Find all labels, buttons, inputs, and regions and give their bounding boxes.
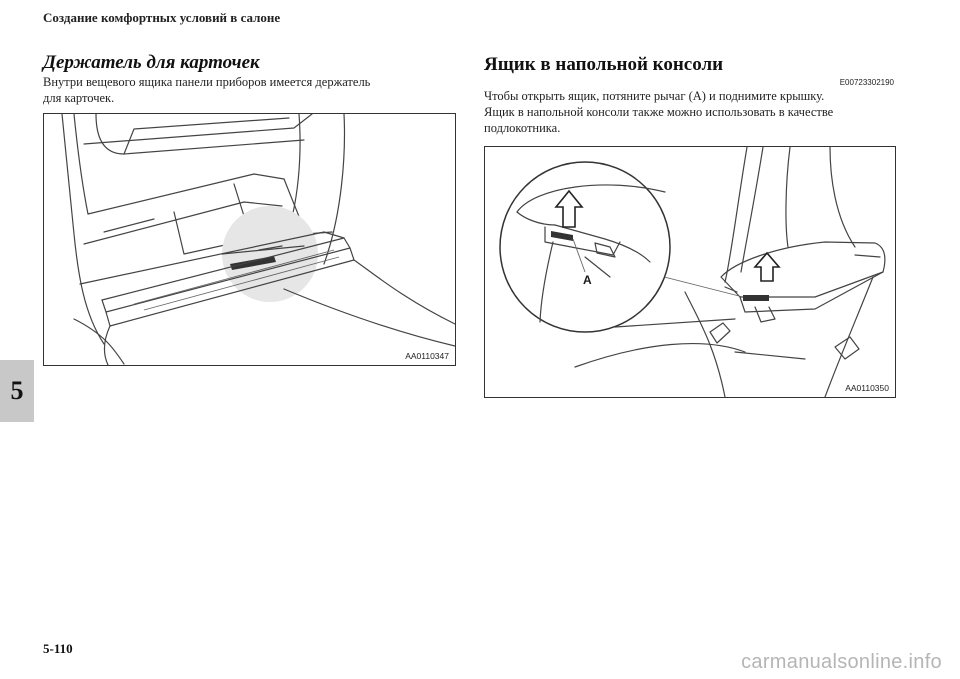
console-text-line-1: Чтобы открыть ящик, потяните рычаг (A) и… (484, 89, 825, 103)
console-text-line-2: Ящик в напольной консоли также можно исп… (484, 105, 834, 119)
console-illustration (499, 147, 886, 397)
right-column: Ящик в напольной консоли E00723302190 Чт… (484, 52, 894, 136)
glovebox-illustration (61, 114, 455, 365)
figure-code-left: AA0110347 (405, 351, 449, 361)
card-holder-heading: Держатель для карточек (43, 52, 260, 73)
running-header: Создание комфортных условий в салоне (43, 10, 281, 25)
card-holder-text-line-1: Внутри вещевого ящика панели приборов им… (43, 75, 371, 89)
section-tab: 5 (0, 360, 34, 422)
card-holder-text-line-2: для карточек. (43, 91, 115, 105)
figure-code-right: AA0110350 (845, 383, 889, 393)
console-text-line-3: подлокотника. (484, 121, 561, 135)
left-column: Держатель для карточек Внутри вещевого я… (43, 52, 453, 106)
reference-code: E00723302190 (839, 78, 894, 87)
section-number: 5 (10, 376, 24, 405)
watermark: carmanualsonline.info (741, 651, 942, 673)
glovebox-figure: AA0110347 (43, 113, 456, 366)
console-box-heading: Ящик в напольной консоли (484, 54, 724, 75)
page-number: 5-110 (43, 641, 73, 656)
console-figure: A AA0110350 (484, 146, 896, 398)
lever-callout-label: A (583, 273, 592, 287)
